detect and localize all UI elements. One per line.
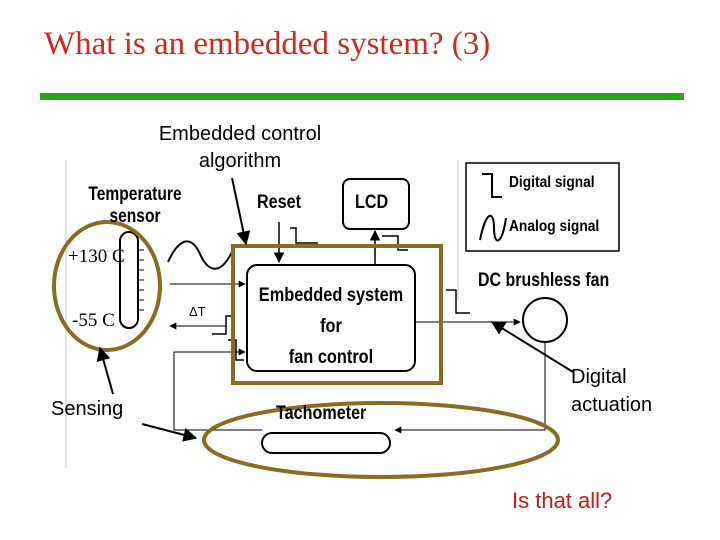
digital-signal-icon [482,173,502,198]
embedded-system-label: Embedded system for fan control [258,285,404,368]
delta-t-label: ΔT [189,304,206,319]
algorithm-pointer [231,177,251,246]
lcd-label: LCD [355,192,389,213]
feedback-return-line [173,348,262,431]
actuation-highlight-ellipse [202,401,560,479]
sensing-callout: Sensing [51,398,124,420]
analog-signal-label: Analog signal [509,218,600,235]
temperature-sensor-label: Temperature sensor [88,184,182,227]
digital-signal-label: Digital signal [509,174,595,191]
actuation-pointer [490,321,574,373]
temp-high-label: +130 C [68,246,125,267]
lcd-step [382,235,408,251]
delta-t-step [212,315,232,335]
lcd-box [342,178,410,230]
reset-label: Reset [257,192,301,213]
controller-highlight-box [231,244,443,385]
tachometer-label: Tachometer [276,403,367,424]
fan-icon [522,297,568,343]
embedded-system-box [246,264,416,372]
temp-low-label: -55 C [72,310,115,331]
tacho-step [228,339,244,361]
algorithm-callout: Embedded control algorithm [158,123,322,172]
question-callout: Is that all? [512,488,613,513]
slide-title: What is an embedded system? (3) [44,26,491,62]
title-underline [40,93,684,100]
fan-step [446,289,470,314]
fan-label: DC brushless fan [478,270,610,291]
tacho-feedback-line [394,342,546,434]
reset-step [290,227,318,244]
analog-wave [167,240,233,270]
thermometer [119,231,144,329]
sensing-pointer-up [96,346,114,395]
tachometer-bar [261,432,391,454]
analog-signal-icon [479,214,507,242]
sensing-pointer-right [141,423,198,442]
actuation-callout: Digital actuation [571,366,653,416]
